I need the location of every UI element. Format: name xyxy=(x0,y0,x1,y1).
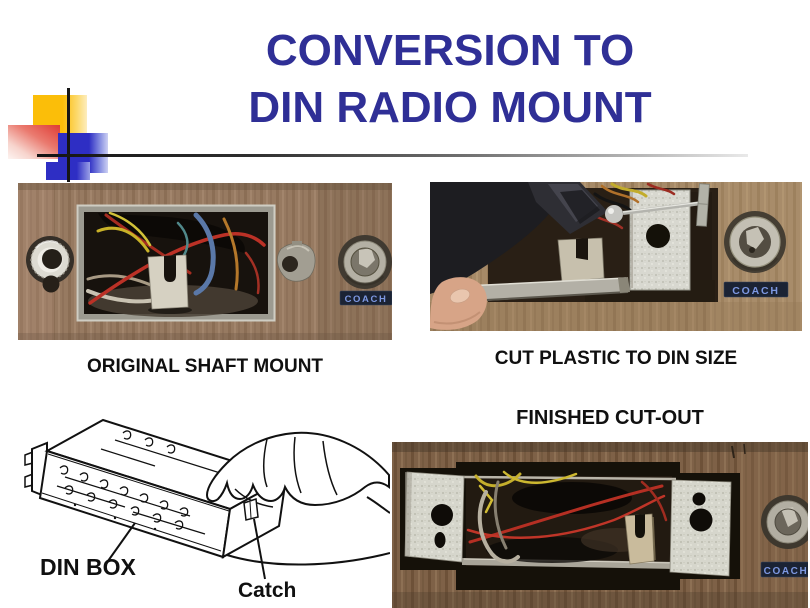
caption-original-shaft-mount: ORIGINAL SHAFT MOUNT xyxy=(86,356,324,377)
coach-badge-text: COACH xyxy=(764,566,808,577)
mounting-tab xyxy=(624,513,656,565)
coach-badge-text: COACH xyxy=(345,294,388,305)
shaft-bushing xyxy=(277,241,316,282)
rotary-tool xyxy=(430,182,608,294)
coach-ring xyxy=(724,211,786,273)
decoration-red-square xyxy=(8,125,60,159)
photo-cut-plastic: COACH xyxy=(430,182,802,331)
coach-badge: COACH xyxy=(723,281,789,298)
left-metal-plate xyxy=(404,471,465,563)
slide-title: CONVERSION TO DIN RADIO MOUNT xyxy=(100,22,800,136)
title-line-2: DIN RADIO MOUNT xyxy=(248,83,652,132)
photo-original-shaft-mount: COACH xyxy=(18,183,392,340)
finger xyxy=(430,277,487,330)
mounting-tab xyxy=(147,254,192,314)
photo-finished-cutout: COACH xyxy=(392,442,808,608)
label-din-box: DIN BOX xyxy=(40,554,136,580)
mounting-tab xyxy=(557,237,605,283)
pointer-line-catch xyxy=(253,518,266,580)
catch-detail xyxy=(243,497,259,521)
coach-badge-text: COACH xyxy=(732,285,780,297)
caption-finished-cutout: FINISHED CUT-OUT xyxy=(516,407,704,429)
pointer-line-din-box xyxy=(107,522,136,562)
tool-bit xyxy=(605,183,710,227)
trim-bar xyxy=(464,277,630,302)
title-line-1: CONVERSION TO xyxy=(265,26,635,75)
caption-cut-plastic: CUT PLASTIC TO DIN SIZE xyxy=(494,348,738,369)
title-divider-rule xyxy=(37,154,748,157)
coach-ring xyxy=(761,495,808,549)
label-catch: Catch xyxy=(238,579,297,602)
coach-badge: COACH xyxy=(339,290,392,306)
coach-ring xyxy=(338,235,392,289)
coach-badge: COACH xyxy=(760,561,808,578)
left-knob-hole xyxy=(26,236,74,293)
decoration-vertical-line xyxy=(67,88,70,182)
wiring-harness xyxy=(86,211,266,317)
right-metal-plate xyxy=(669,479,732,577)
din-box-illustration xyxy=(24,418,390,580)
cage-cutouts xyxy=(56,429,234,535)
